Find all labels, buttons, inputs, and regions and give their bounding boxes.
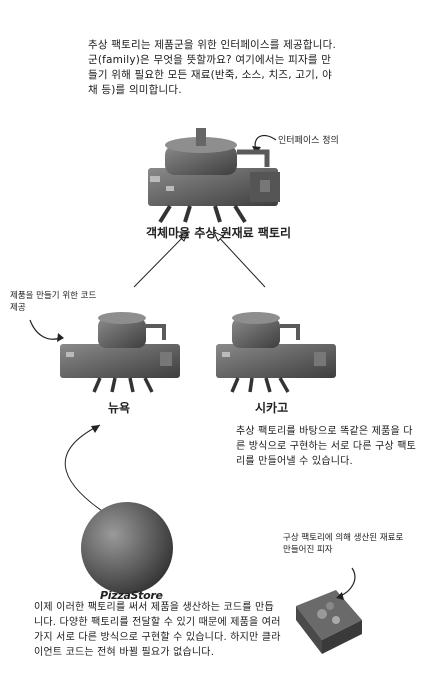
- intro-paragraph: 추상 팩토리는 제품군을 위한 인터페이스를 제공합니다. 군(family)은…: [88, 39, 337, 96]
- arrow-store-to-newyork: [64, 424, 109, 516]
- arrow-newyork-to-abstract: [133, 231, 189, 288]
- pizzastore-label: PizzaStore: [100, 589, 163, 602]
- pizza-note-arrow: [339, 567, 356, 597]
- note-pizza-from-factory: 구상 팩토리에 의해 생산된 재료로 만들어진 피자: [283, 533, 404, 555]
- chicago-label: 시카고: [255, 401, 289, 415]
- newyork-factory-illustration: [60, 312, 180, 393]
- newyork-label: 뉴욕: [108, 401, 131, 415]
- bottom-paragraph: 이제 이러한 팩토리를 써서 제품을 생산하는 코드를 만듭니다. 다양한 팩토…: [34, 602, 281, 658]
- note-interface-definition: 인터페이스 정의: [278, 136, 339, 146]
- arrow-chicago-to-abstract: [213, 231, 266, 288]
- pizza-box-illustration: [296, 590, 362, 654]
- abstract-factory-illustration: [148, 128, 280, 224]
- note-code-for-products: 제품을 만들기 위한 코드 제공: [10, 291, 97, 313]
- code-note-arrow: [29, 319, 61, 340]
- pizzastore-ball: [81, 502, 173, 594]
- concrete-factory-description: 추상 팩토리를 바탕으로 똑같은 제품을 다른 방식으로 구현하는 서로 다른 …: [236, 426, 417, 467]
- abstract-factory-label: 객체마을 추상 원재료 팩토리: [146, 226, 292, 240]
- chicago-factory-illustration: [216, 312, 336, 393]
